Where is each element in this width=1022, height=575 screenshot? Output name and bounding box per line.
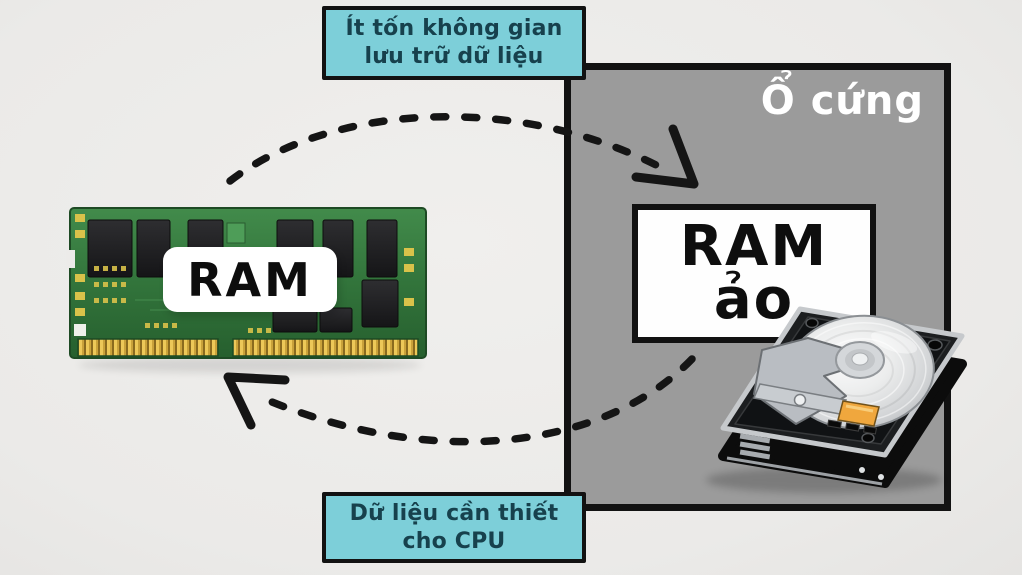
ram-white-pad bbox=[74, 324, 86, 336]
ram-label: RAM bbox=[163, 247, 340, 317]
ram-module-illustration: RAM bbox=[66, 207, 427, 373]
note-cpu-line1: Dữ liệu cần thiết bbox=[349, 500, 559, 526]
virtual-ram-box: RAM ảo bbox=[632, 204, 876, 343]
note-cpu-data: Dữ liệu cần thiết cho CPU bbox=[322, 492, 586, 563]
note-storage-line2: lưu trữ dữ liệu bbox=[364, 44, 544, 69]
virtual-ram-label-line1: RAM bbox=[679, 214, 829, 280]
virtual-ram-label-line2: ảo bbox=[713, 266, 795, 332]
hard-drive-panel-label: Ổ cứng bbox=[760, 78, 924, 124]
ram-chips bbox=[87, 219, 399, 333]
ram-label-text: RAM bbox=[187, 253, 313, 307]
ram-edge-pads bbox=[75, 214, 414, 316]
note-storage-space: Ít tốn không gian lưu trữ dữ liệu bbox=[322, 6, 586, 80]
ram-traces bbox=[135, 254, 269, 311]
ram-left-notch bbox=[66, 250, 75, 268]
ram-small-component bbox=[226, 222, 246, 244]
ram-pins bbox=[77, 338, 419, 357]
ram-solder-pads bbox=[94, 266, 271, 333]
note-cpu-line2: cho CPU bbox=[402, 528, 506, 554]
note-storage-line1: Ít tốn không gian bbox=[345, 16, 563, 42]
ram-shadow bbox=[78, 357, 422, 373]
ram-pcb bbox=[69, 207, 427, 359]
